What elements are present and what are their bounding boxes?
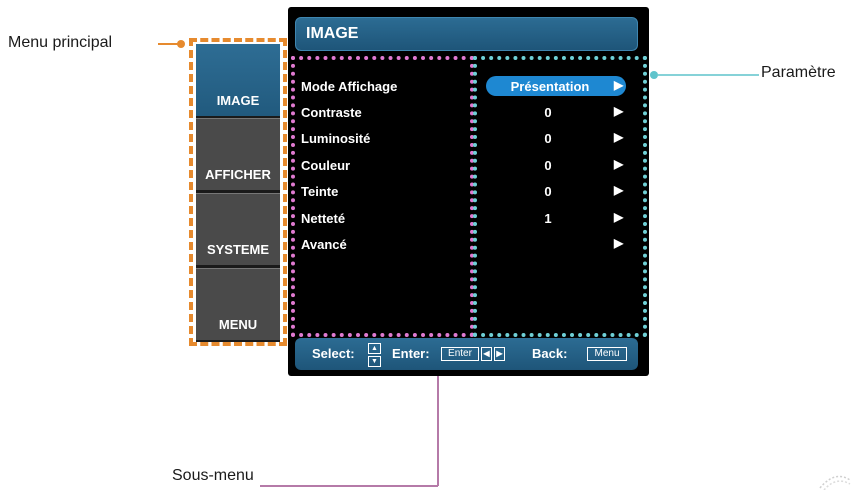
callout-parametre: Paramètre	[761, 64, 836, 81]
submenu-row-avance[interactable]: Avancé ▶	[288, 231, 649, 257]
row-value: 0	[544, 131, 552, 146]
selected-value-highlight	[486, 76, 626, 96]
tab-label: IMAGE	[216, 93, 260, 108]
left-arrow-key-icon: ◀	[481, 347, 492, 361]
osd-panel: IMAGE Mode Affichage Présentation ▶ Cont…	[288, 7, 649, 376]
tab-label: SYSTEME	[206, 242, 270, 257]
footer-select-label: Select:	[312, 346, 355, 361]
row-value: 1	[544, 211, 552, 226]
row-value: 0	[544, 184, 552, 199]
triangle-right-icon[interactable]: ▶	[614, 157, 624, 171]
triangle-right-icon[interactable]: ▶	[614, 236, 624, 250]
submenu-row-contraste[interactable]: Contraste 0 ▶	[288, 99, 649, 125]
row-label: Luminosité	[301, 131, 371, 146]
parameter-frame	[473, 56, 647, 337]
triangle-right-icon[interactable]: ▶	[614, 78, 624, 92]
main-menu-tab-image[interactable]: IMAGE	[196, 44, 280, 116]
triangle-right-icon[interactable]: ▶	[614, 183, 624, 197]
triangle-right-icon[interactable]: ▶	[614, 130, 624, 144]
footer-enter-label: Enter:	[392, 346, 430, 361]
triangle-right-icon[interactable]: ▶	[614, 210, 624, 224]
main-menu: IMAGE AFFICHER SYSTEME MENU	[196, 44, 280, 342]
footer-back-label: Back:	[532, 346, 568, 361]
row-label: Contraste	[301, 105, 362, 120]
submenu-row-teinte[interactable]: Teinte 0 ▶	[288, 178, 649, 204]
osd-footer: Select: ▲▼ Enter: Enter ◀ ▶ Back: Menu	[295, 338, 638, 370]
triangle-right-icon[interactable]: ▶	[614, 104, 624, 118]
row-value: 0	[544, 158, 552, 173]
row-label: Avancé	[301, 237, 347, 252]
main-menu-tab-systeme[interactable]: SYSTEME	[196, 193, 280, 265]
submenu-row-luminosite[interactable]: Luminosité 0 ▶	[288, 125, 649, 151]
row-label: Mode Affichage	[301, 79, 398, 94]
submenu-row-couleur[interactable]: Couleur 0 ▶	[288, 152, 649, 178]
submenu-row-mode-affichage[interactable]: Mode Affichage Présentation ▶	[288, 73, 649, 99]
main-menu-tab-afficher[interactable]: AFFICHER	[196, 118, 280, 190]
row-label: Couleur	[301, 158, 351, 173]
callout-sous-menu: Sous-menu	[172, 467, 254, 484]
menu-key: Menu	[587, 347, 627, 361]
right-arrow-key-icon: ▶	[494, 347, 505, 361]
callout-menu-principal: Menu principal	[8, 34, 113, 51]
row-label: Netteté	[301, 211, 346, 226]
row-value: 0	[544, 105, 552, 120]
tab-label: MENU	[218, 317, 258, 332]
submenu-row-nettete[interactable]: Netteté 1 ▶	[288, 205, 649, 231]
tab-label: AFFICHER	[205, 167, 271, 182]
brand-logo-icon	[819, 475, 851, 490]
row-value: Présentation	[510, 79, 590, 94]
enter-key: Enter	[441, 347, 479, 361]
osd-header-title: IMAGE	[295, 17, 638, 51]
main-menu-frame	[189, 38, 287, 346]
up-down-key-icon: ▲▼	[368, 343, 381, 367]
submenu-frame	[291, 56, 474, 337]
row-label: Teinte	[301, 184, 339, 199]
main-menu-tab-menu[interactable]: MENU	[196, 268, 280, 340]
